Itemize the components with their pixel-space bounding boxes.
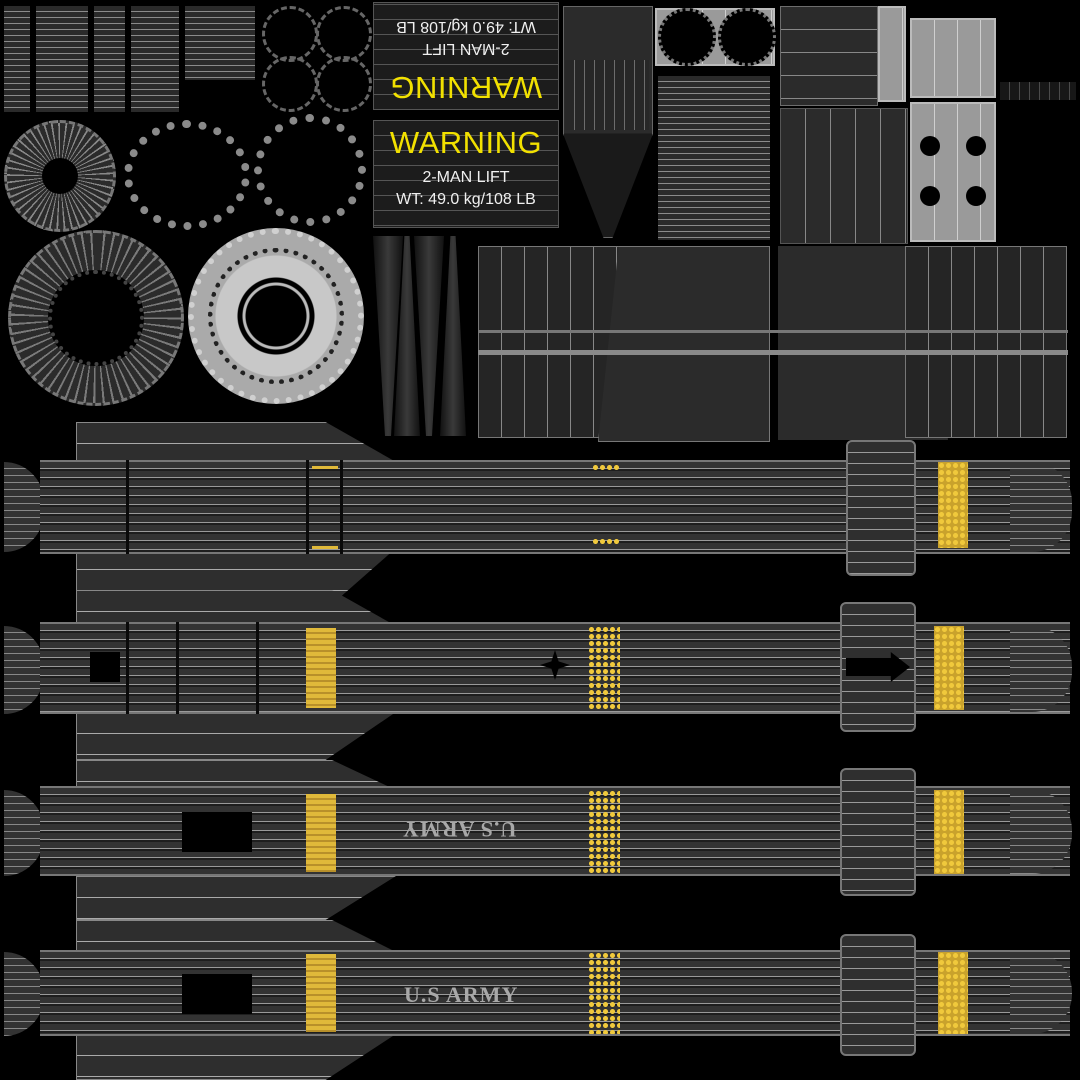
missile-nose xyxy=(1010,626,1072,712)
square-cutout xyxy=(182,812,252,852)
square-cutout xyxy=(182,974,252,1014)
gold-band xyxy=(306,954,336,1032)
gear-ring-dotted xyxy=(124,120,250,230)
missile-collar xyxy=(840,768,916,896)
gear-metallic-dots xyxy=(208,248,344,384)
vertical-light-strip xyxy=(878,6,906,102)
warning-line1: 2-MAN LIFT xyxy=(422,169,510,186)
fin-upper xyxy=(76,760,396,790)
gold-band xyxy=(306,794,336,872)
panel-seam xyxy=(30,6,36,112)
missile-nose xyxy=(1010,462,1072,552)
missile-3: U.S ARMY xyxy=(0,760,1080,920)
twin-gear-right xyxy=(718,8,776,66)
missile-1 xyxy=(0,420,1080,610)
seam-line xyxy=(176,622,179,714)
missile-nose xyxy=(1010,790,1072,874)
missile-collar xyxy=(840,934,916,1056)
gear-small-dashed xyxy=(316,56,372,112)
twin-gear-left xyxy=(658,8,716,66)
curved-panel xyxy=(780,108,908,244)
gold-band-thin xyxy=(312,546,338,549)
bolt-hole xyxy=(966,136,986,156)
missile-tail xyxy=(4,952,44,1036)
missile-tail xyxy=(4,626,44,714)
fin-lower xyxy=(76,876,396,920)
gold-dot-grid xyxy=(588,790,620,874)
missile-nose xyxy=(1010,952,1072,1034)
missile-tail xyxy=(4,462,44,552)
bolt-hole xyxy=(966,186,986,206)
gear-small-dashed xyxy=(316,6,372,62)
gear-small-dashed xyxy=(262,6,318,62)
small-tick-strip xyxy=(1000,82,1076,100)
gear-spoked-center xyxy=(42,158,78,194)
striped-panel-strip xyxy=(185,6,255,80)
gold-dot-grid xyxy=(588,626,620,710)
warning-title: WARNING xyxy=(389,70,543,105)
fin-lower xyxy=(76,1034,396,1080)
us-army-stencil: U.S ARMY xyxy=(404,982,519,1007)
fin-upper xyxy=(76,920,396,952)
bolt-plate xyxy=(910,102,996,242)
warning-title: WARNING xyxy=(389,125,543,160)
seam-line xyxy=(256,622,259,714)
warning-line1: 2-MAN LIFT xyxy=(422,40,510,57)
panel-seam xyxy=(125,6,131,112)
box-panel xyxy=(780,6,878,106)
us-army-stencil-flipped: U.S ARMY xyxy=(402,817,517,842)
gold-dot-column xyxy=(934,626,964,710)
trapezoid-panel xyxy=(598,246,770,442)
gold-dot-column xyxy=(938,952,968,1034)
fin-piece xyxy=(440,236,466,436)
gear-small-dashed xyxy=(262,56,318,112)
fin-lower xyxy=(76,712,396,760)
missile-collar xyxy=(846,440,916,576)
panel-crossbar xyxy=(478,330,1068,333)
gear-large-center xyxy=(48,270,144,366)
seam-line xyxy=(340,460,343,554)
missile-4: U.S ARMY xyxy=(0,920,1080,1080)
panel-seam xyxy=(88,6,94,112)
grid-panel xyxy=(658,76,770,240)
panel-crossbar xyxy=(478,350,1068,355)
fin-upper xyxy=(76,422,396,462)
bolt-hole xyxy=(920,136,940,156)
seam-line xyxy=(126,622,129,714)
gold-band xyxy=(306,628,336,708)
fin-upper xyxy=(76,590,396,626)
gold-dot-row xyxy=(592,464,620,472)
gear-ring-dotted xyxy=(254,114,366,226)
warning-label-upright: WARNING 2-MAN LIFT WT: 49.0 kg/108 LB xyxy=(373,120,559,228)
missile-tail xyxy=(4,790,44,876)
gold-dot-row xyxy=(592,538,620,546)
warning-label-flipped: WARNING 2-MAN LIFT WT: 49.0 kg/108 LB xyxy=(373,2,559,110)
gold-dot-grid xyxy=(588,952,620,1034)
cone-stripes xyxy=(565,60,649,130)
square-cutout xyxy=(90,652,120,682)
gold-dot-column xyxy=(938,462,968,548)
bolt-hole xyxy=(920,186,940,206)
missile-2 xyxy=(0,590,1080,760)
seam-line xyxy=(126,460,129,554)
gold-band-thin xyxy=(312,466,338,469)
warning-line2: WT: 49.0 kg/108 LB xyxy=(396,191,536,208)
bolt-plate-top xyxy=(910,18,996,98)
gold-dot-column xyxy=(934,790,964,874)
seam-line xyxy=(306,460,309,554)
warning-line2: WT: 49.0 kg/108 LB xyxy=(396,18,536,35)
trapezoid-panel xyxy=(905,246,1067,438)
fin-piece xyxy=(414,236,444,436)
